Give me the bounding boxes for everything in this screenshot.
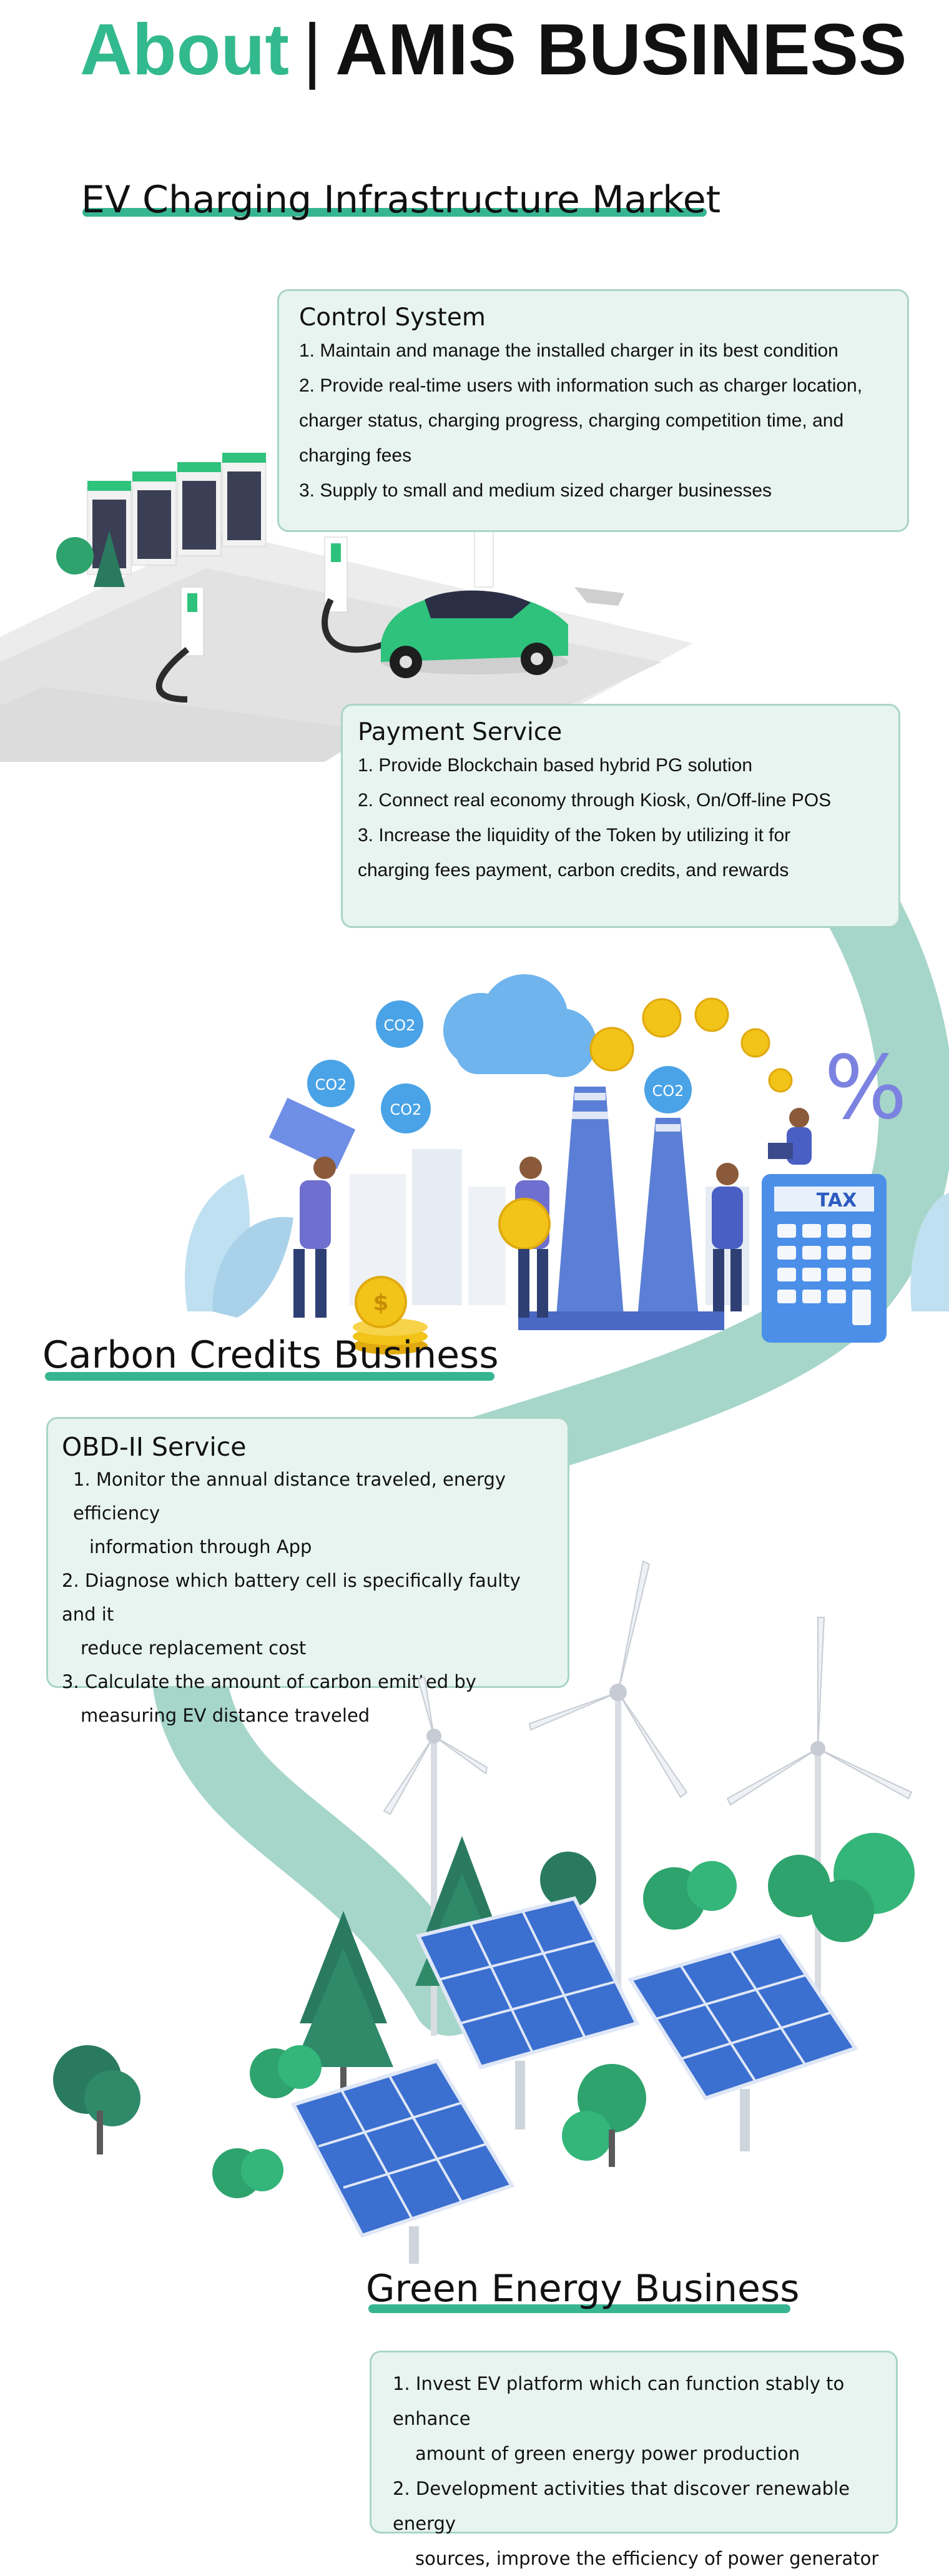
- ev-heading-underline: [82, 208, 707, 217]
- obd-service-title: OBD-II Service: [62, 1432, 247, 1462]
- obd-service-card: OBD-II Service 1. Monitor the annual dis…: [46, 1417, 569, 1726]
- payment-service-title: Payment Service: [358, 718, 563, 746]
- green-energy-illustration: [53, 1560, 915, 2264]
- control-system-line: 1. Maintain and manage the installed cha…: [299, 340, 838, 361]
- co2-label: CO2: [315, 1076, 347, 1093]
- carbon-section-heading: Carbon Credits Business: [42, 1333, 499, 1377]
- green-section-heading: Green Energy Business: [366, 2267, 800, 2311]
- obd-service-line: measuring EV distance traveled: [81, 1705, 370, 1726]
- page-title: About|AMIS BUSINESS: [80, 7, 907, 92]
- control-system-title: Control System: [299, 303, 486, 332]
- co2-label: CO2: [384, 1017, 416, 1034]
- green-heading-underline: [368, 2304, 790, 2313]
- payment-service-card: Payment Service 1. Provide Blockchain ba…: [341, 704, 900, 928]
- control-system-line: 3. Supply to small and medium sized char…: [299, 480, 772, 501]
- carbon-heading-underline: [45, 1372, 494, 1381]
- title-about: About: [80, 9, 289, 90]
- green-energy-line: 2. Development activities that discover …: [393, 2478, 850, 2534]
- green-energy-line: sources, improve the efficiency of power…: [415, 2548, 879, 2569]
- green-energy-line: 1. Invest EV platform which can function…: [393, 2373, 845, 2429]
- green-energy-card: 1. Invest EV platform which can function…: [370, 2351, 898, 2569]
- percent-symbol: %: [824, 1037, 907, 1139]
- control-system-line: charging fees: [299, 445, 412, 466]
- ev-section-heading: EV Charging Infrastructure Market: [81, 178, 721, 222]
- tax-label: TAX: [817, 1190, 857, 1212]
- carbon-credits-illustration: CO2 CO2 CO2 CO2 % TAX: [185, 974, 949, 1355]
- co2-label: CO2: [390, 1101, 422, 1118]
- obd-service-line: 2. Diagnose which battery cell is specif…: [62, 1570, 521, 1625]
- payment-service-line: 2. Connect real economy through Kiosk, O…: [358, 790, 832, 811]
- title-separator: |: [302, 9, 322, 90]
- dollar-symbol: $: [373, 1290, 388, 1316]
- co2-label: CO2: [652, 1082, 684, 1100]
- obd-service-line: 3. Calculate the amount of carbon emitte…: [62, 1671, 476, 1692]
- control-system-card: Control System 1. Maintain and manage th…: [277, 289, 909, 532]
- obd-service-line: reduce replacement cost: [81, 1637, 307, 1659]
- payment-service-line: charging fees payment, carbon credits, a…: [358, 860, 789, 881]
- payment-service-line: 1. Provide Blockchain based hybrid PG so…: [358, 755, 753, 776]
- obd-service-line: information through App: [89, 1536, 312, 1557]
- payment-service-line: 3. Increase the liquidity of the Token b…: [358, 825, 791, 846]
- control-system-line: charger status, charging progress, charg…: [299, 410, 844, 431]
- title-business: AMIS BUSINESS: [335, 9, 907, 90]
- obd-service-line: 1. Monitor the annual distance traveled,…: [73, 1469, 506, 1524]
- control-system-line: 2. Provide real-time users with informat…: [299, 375, 863, 396]
- green-energy-line: amount of green energy power production: [415, 2443, 800, 2464]
